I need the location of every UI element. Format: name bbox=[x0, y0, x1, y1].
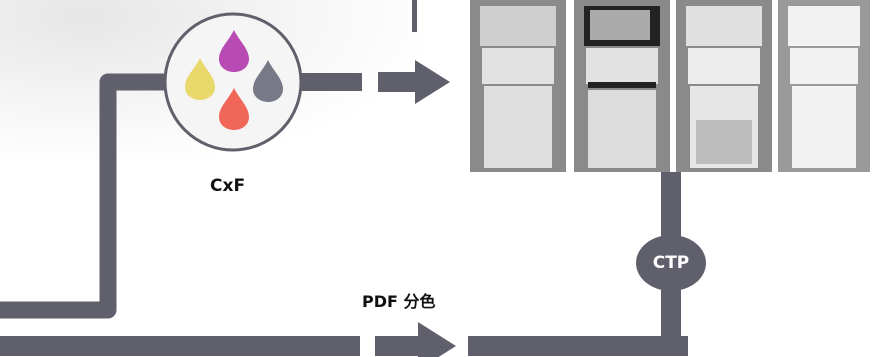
top-connector bbox=[412, 0, 417, 32]
ctp-badge: CTP bbox=[636, 235, 706, 291]
ink-drops-icon bbox=[185, 30, 283, 130]
pdf-flow-bar bbox=[0, 336, 360, 356]
arrow-right-icon bbox=[378, 60, 450, 104]
cxf-output-bar bbox=[300, 73, 362, 91]
cxf-label: CxF bbox=[210, 176, 246, 196]
separation-plate-2 bbox=[574, 0, 670, 172]
separation-plate-1 bbox=[470, 0, 566, 172]
separation-plate-4 bbox=[778, 0, 870, 172]
arrow-right-icon bbox=[375, 322, 456, 357]
pdf-separation-label: PDF 分色 bbox=[362, 292, 436, 311]
cxf-flow-pipe bbox=[0, 73, 168, 319]
ctp-flow-bar bbox=[468, 336, 688, 356]
cxf-circle bbox=[163, 12, 303, 152]
ctp-label: CTP bbox=[652, 253, 690, 273]
separation-plate-3 bbox=[676, 0, 772, 172]
